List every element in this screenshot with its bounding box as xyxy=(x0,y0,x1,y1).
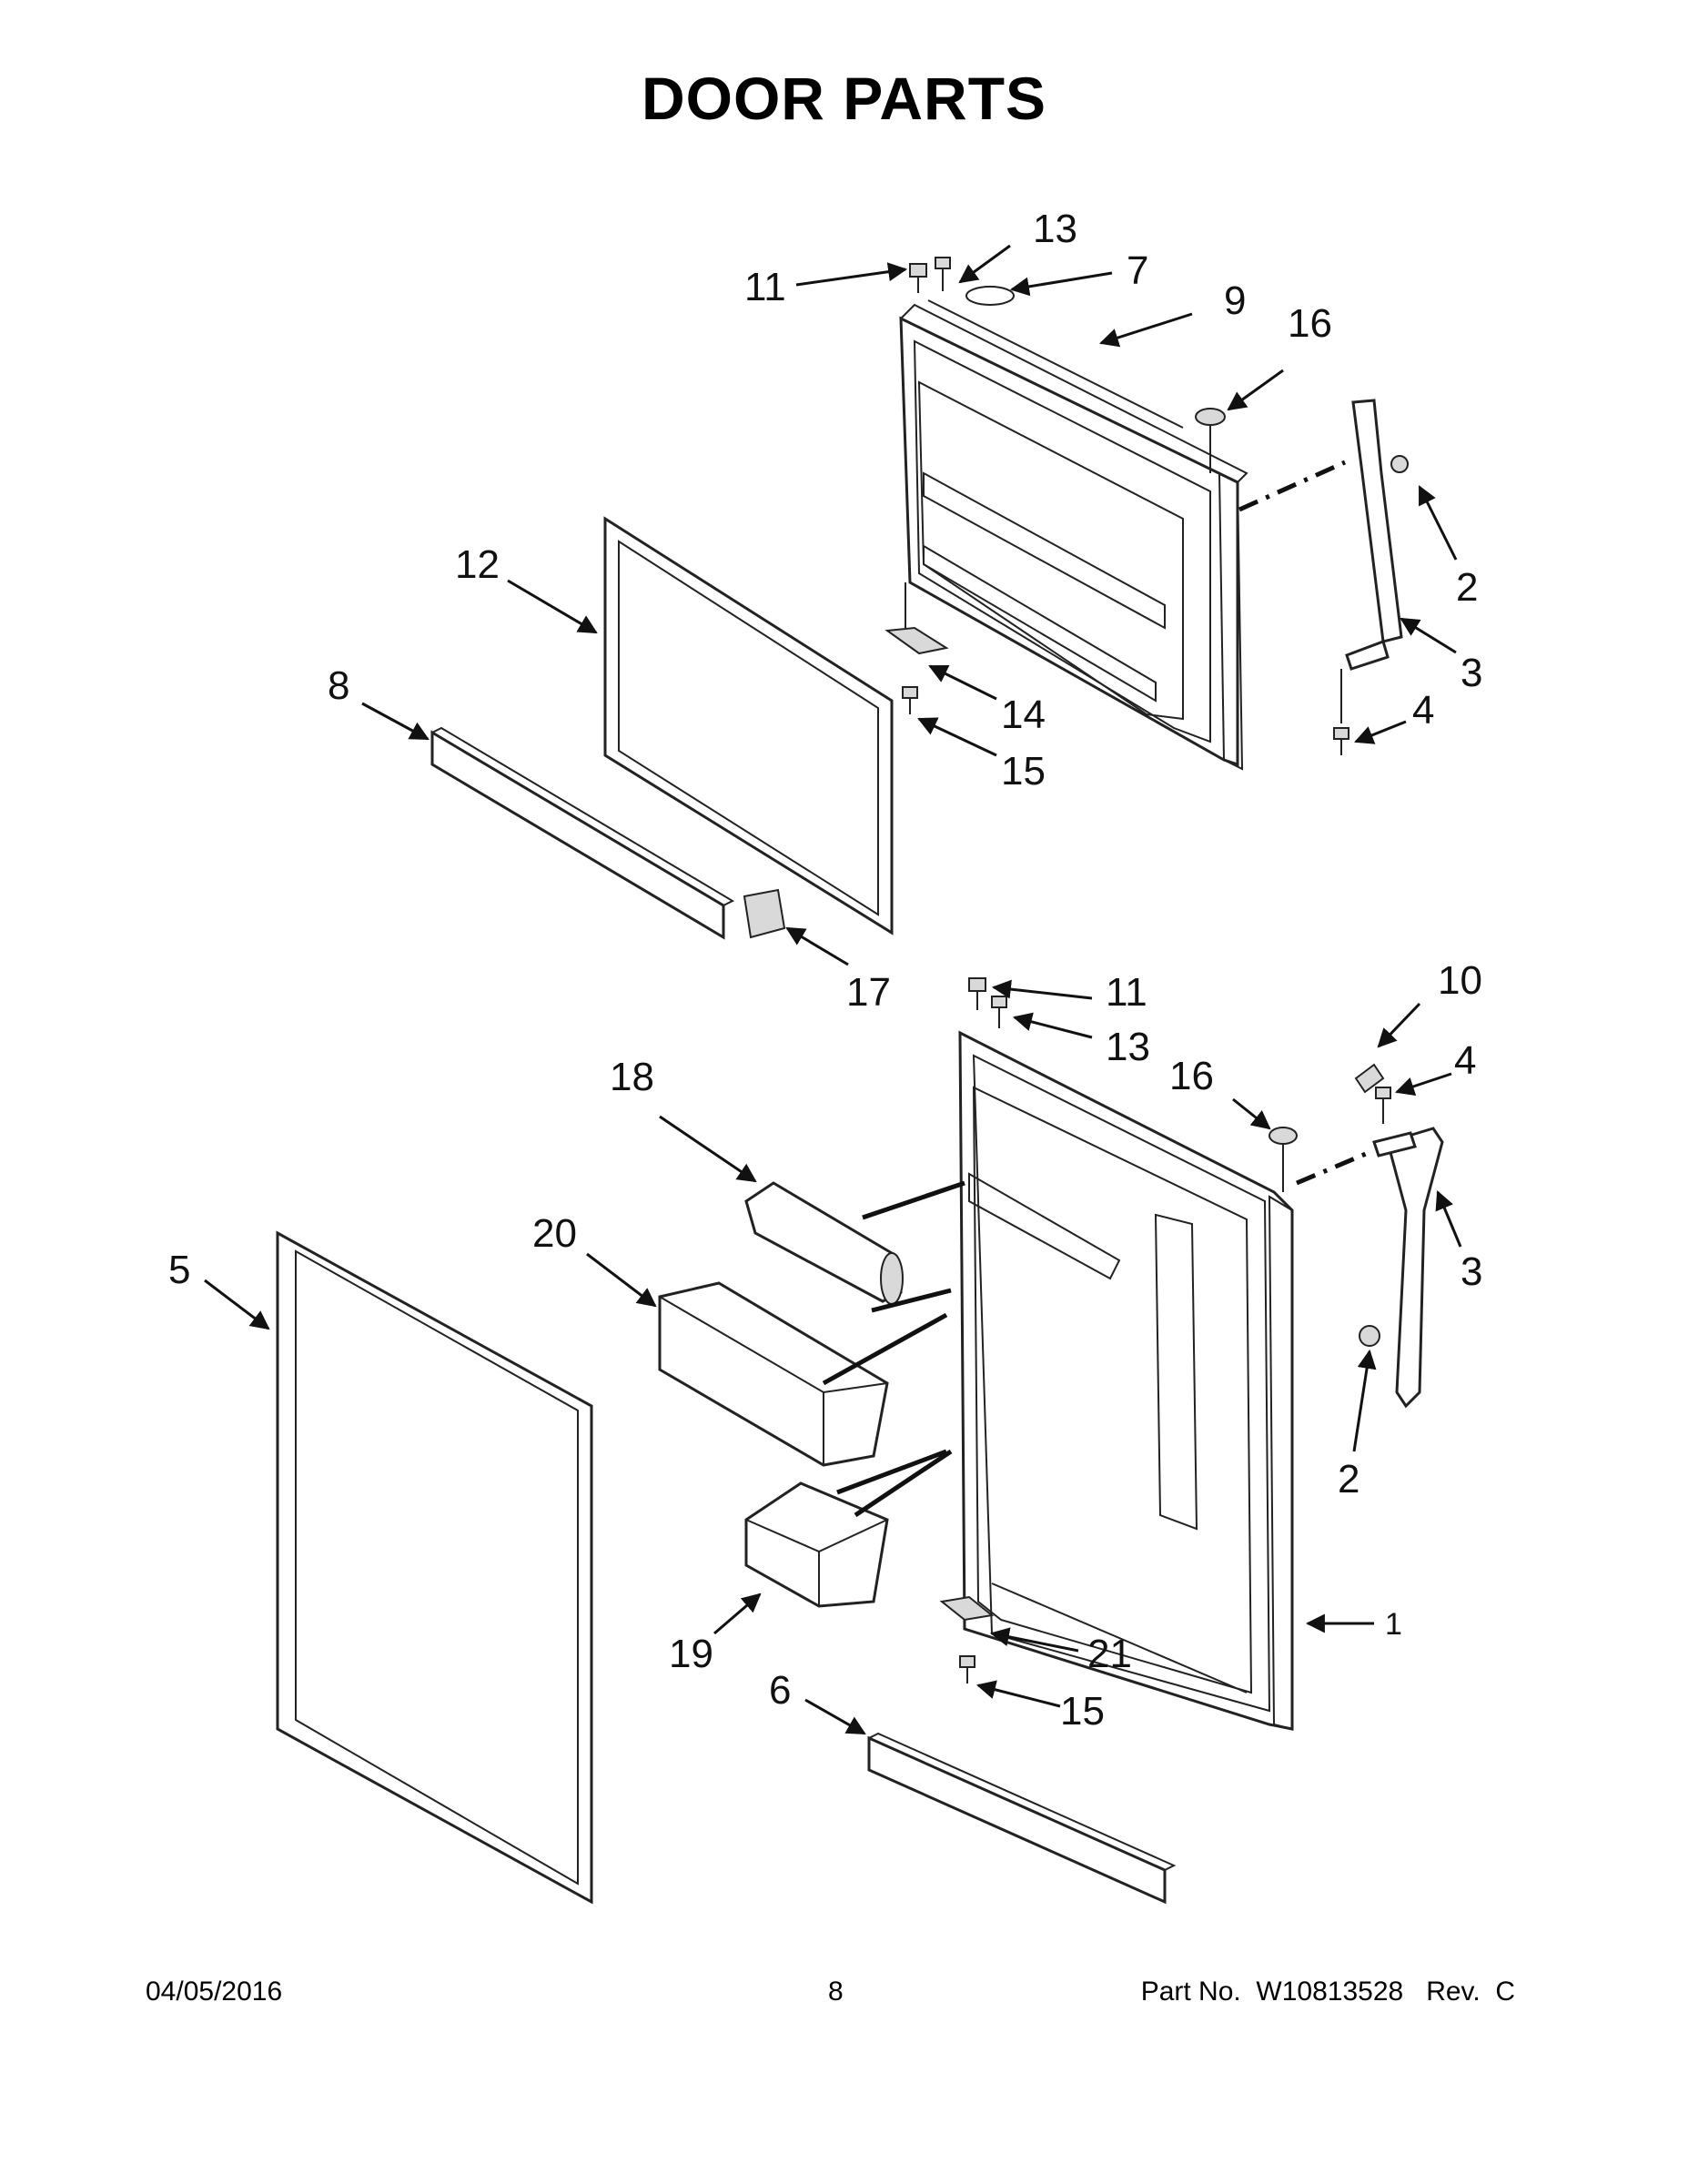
callout-16: 16 xyxy=(1288,301,1332,346)
footer-page-number: 8 xyxy=(828,1977,844,2007)
callout-15: 15 xyxy=(1001,749,1046,794)
freezer-hinge xyxy=(1345,399,1409,671)
callout-4-lower: 4 xyxy=(1454,1038,1476,1083)
page-title: DOOR PARTS xyxy=(641,65,1047,132)
callout-13: 13 xyxy=(1033,207,1077,251)
freezer-door xyxy=(899,299,1248,771)
dairy-bin xyxy=(744,1181,904,1305)
refrigerator-door xyxy=(958,1030,1294,1731)
callout-16-lower: 16 xyxy=(1169,1054,1214,1098)
callout-labels: 11 13 7 9 16 2 3 4 12 8 14 15 17 11 13 1… xyxy=(168,207,1482,1734)
footer-date: 04/05/2016 xyxy=(146,1977,283,2007)
footer-part-number: Part No. W10813528 Rev. C xyxy=(1140,1977,1515,2007)
callout-5: 5 xyxy=(168,1248,190,1292)
freezer-door-gasket xyxy=(603,516,894,935)
callout-10: 10 xyxy=(1438,958,1482,1003)
callout-8: 8 xyxy=(328,663,349,708)
callout-21: 21 xyxy=(1087,1632,1132,1676)
callout-18: 18 xyxy=(610,1055,654,1099)
callout-20: 20 xyxy=(532,1211,577,1256)
callout-15-lower: 15 xyxy=(1060,1689,1105,1734)
callout-6: 6 xyxy=(769,1668,791,1713)
freezer-door-trim xyxy=(430,726,735,940)
refrigerator-door-trim xyxy=(867,1732,1177,1905)
freezer-stop-block xyxy=(743,888,786,939)
callout-11-lower: 11 xyxy=(1106,970,1147,1015)
callout-3-lower: 3 xyxy=(1461,1249,1482,1294)
callout-12: 12 xyxy=(455,542,500,587)
callout-7: 7 xyxy=(1127,248,1148,293)
callout-19: 19 xyxy=(669,1632,713,1676)
callout-1: 1 xyxy=(1385,1607,1402,1642)
callout-4: 4 xyxy=(1412,688,1434,733)
callout-2-lower: 2 xyxy=(1338,1457,1359,1502)
callout-2: 2 xyxy=(1456,565,1478,610)
callout-3: 3 xyxy=(1461,651,1482,695)
callout-9: 9 xyxy=(1224,278,1246,323)
refrigerator-hinge xyxy=(1359,1127,1444,1409)
callout-14: 14 xyxy=(1001,693,1046,737)
callout-17: 17 xyxy=(846,970,891,1015)
callout-11: 11 xyxy=(744,265,786,309)
callout-leaders xyxy=(204,244,1462,1735)
callout-13-lower: 13 xyxy=(1106,1025,1150,1069)
door-bin-small xyxy=(744,1481,889,1608)
refrigerator-door-gasket xyxy=(276,1230,593,1905)
door-bin-large xyxy=(658,1281,889,1467)
